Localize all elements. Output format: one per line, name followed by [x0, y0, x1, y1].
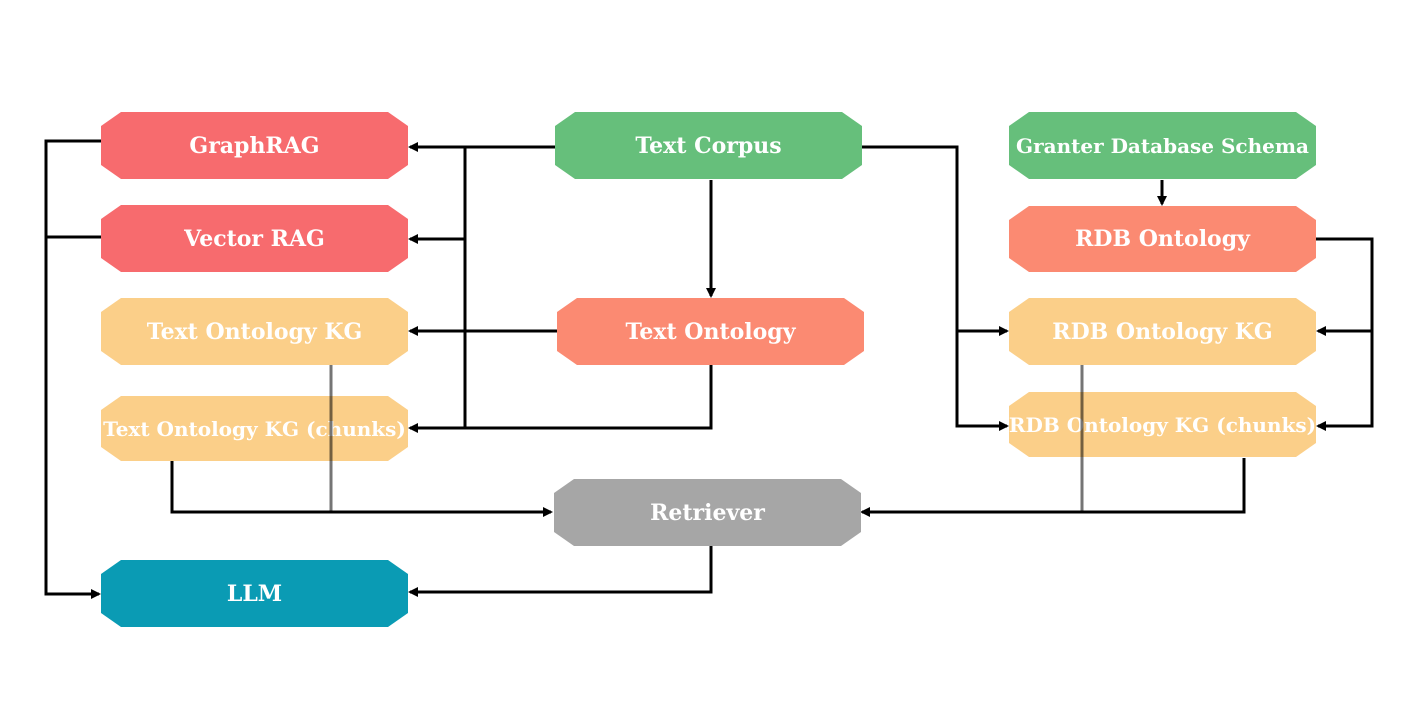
edge-rdbontology-rdbkg [1316, 237, 1374, 336]
node-granter-schema: Granter Database Schema [1009, 112, 1316, 179]
node-rdb-ontology-label: RDB Ontology [1075, 226, 1250, 252]
node-rdb-ontology-kg-label: RDB Ontology KG [1052, 318, 1273, 345]
edge-textcorpus-rdbkg [862, 145, 1009, 336]
node-text-ontology: Text Ontology [557, 298, 864, 365]
node-retriever: Retriever [554, 479, 861, 546]
node-vector-rag-label: Vector RAG [184, 225, 325, 252]
node-text-corpus: Text Corpus [555, 112, 862, 179]
edge-textkgchunks-retriever [170, 460, 553, 517]
node-llm-label: LLM [226, 580, 283, 607]
node-llm: LLM [101, 560, 408, 627]
edge-rdbkgchunks-retriever [860, 458, 1246, 517]
node-granter-schema-label: Granter Database Schema [1016, 133, 1309, 158]
node-text-ontology-label: Text Ontology [625, 318, 796, 345]
node-text-ontology-kg-chunks: Text Ontology KG (chunks) [101, 396, 408, 461]
node-text-corpus-label: Text Corpus [635, 132, 782, 159]
node-graphrag: GraphRAG [101, 112, 408, 179]
node-vector-rag: Vector RAG [101, 205, 408, 272]
node-text-ontology-kg: Text Ontology KG [101, 298, 408, 365]
node-rdb-ontology-kg-chunks: RDB Ontology KG (chunks) [1009, 392, 1316, 457]
node-rdb-ontology: RDB Ontology [1009, 206, 1316, 272]
edge-rdbontology-rdbkgchunks [1316, 331, 1374, 431]
node-retriever-label: Retriever [650, 499, 765, 526]
edge-textontology-textkgchunks [408, 365, 713, 433]
node-text-ontology-kg-label: Text Ontology KG [146, 318, 363, 345]
node-text-ontology-kg-chunks-label: Text Ontology KG (chunks) [103, 416, 406, 441]
edge-textcorpus-rdbkgchunks [955, 331, 1009, 431]
edge-graphrag-llm [44, 139, 101, 599]
edge-retriever-llm [408, 545, 713, 597]
node-rdb-ontology-kg-chunks-label: RDB Ontology KG (chunks) [1008, 412, 1317, 437]
node-graphrag-label: GraphRAG [189, 132, 320, 159]
node-rdb-ontology-kg: RDB Ontology KG [1009, 298, 1316, 365]
